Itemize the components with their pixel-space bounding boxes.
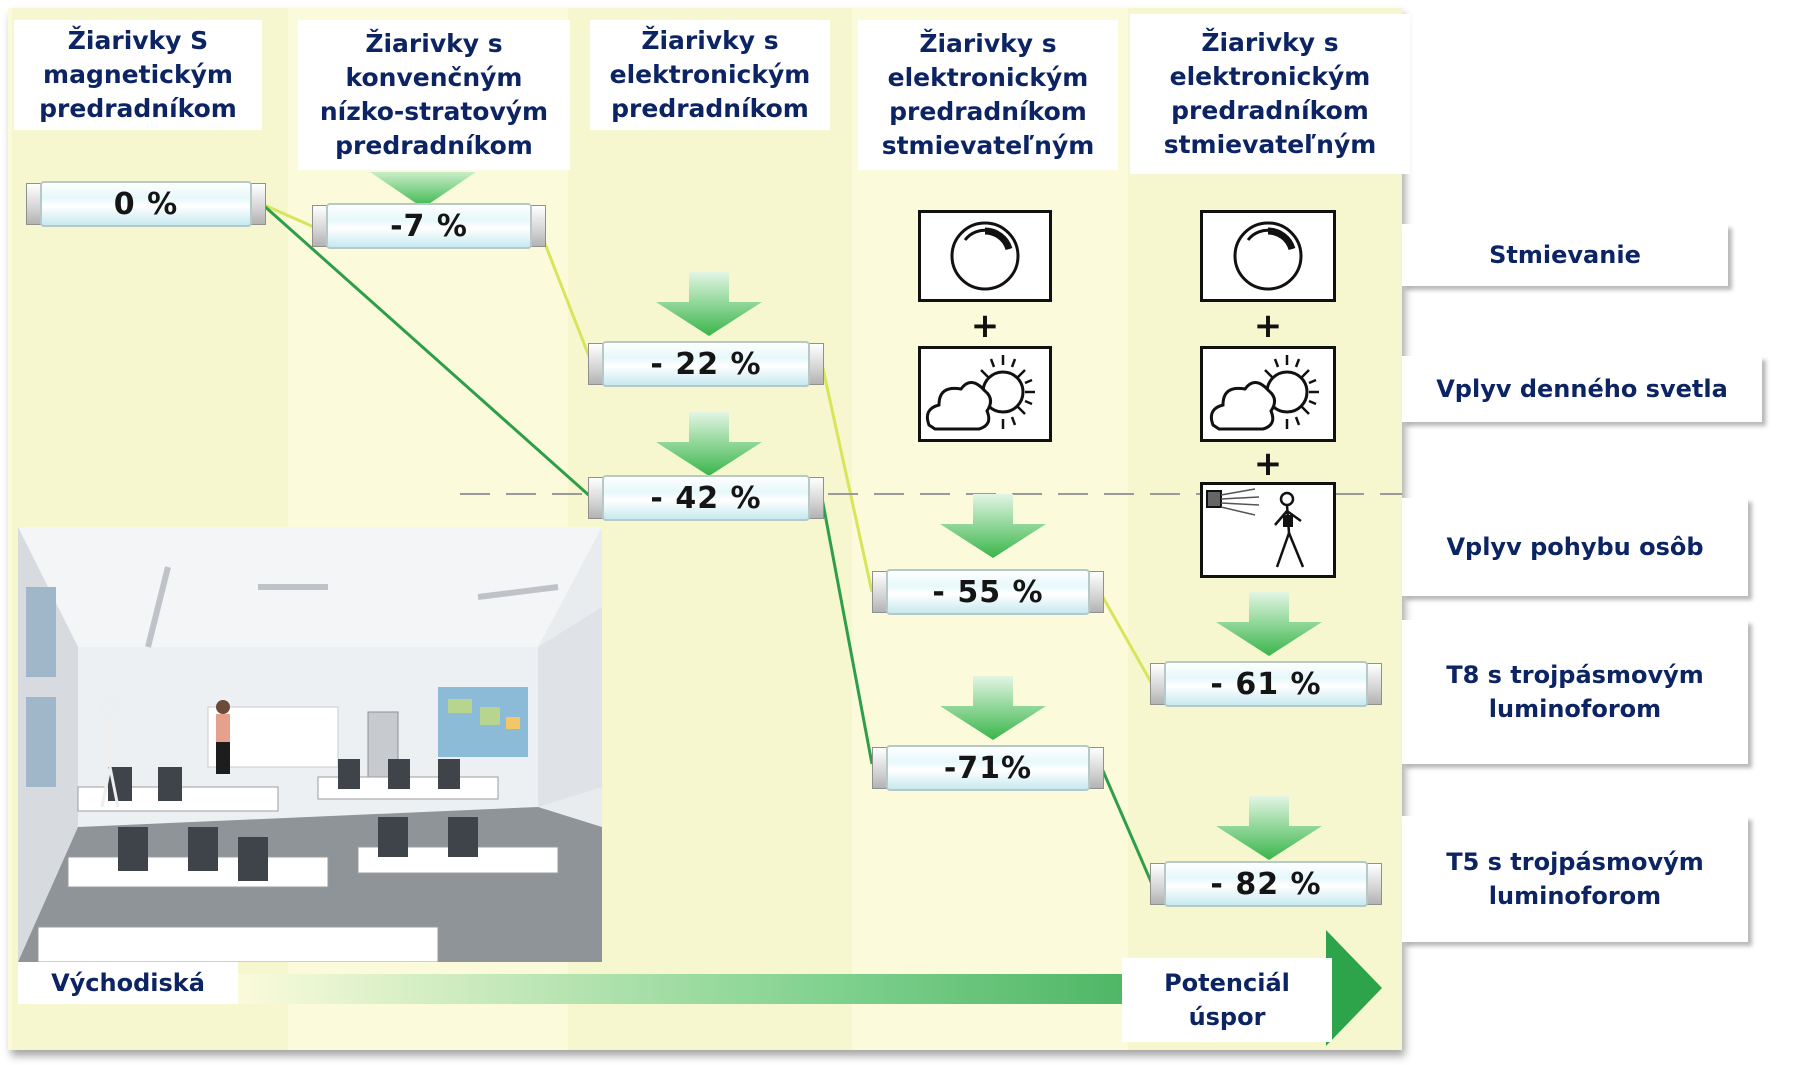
plus-sign: +	[970, 306, 1000, 346]
header-col-2: Žiarivky s konvenčným nízko-stratovým pr…	[298, 20, 570, 170]
label-dimming: Stmievanie	[1402, 224, 1728, 286]
tube-4-value: - 55 %	[886, 569, 1090, 615]
sun-cloud-icon	[918, 346, 1052, 442]
dark-line-1	[261, 202, 593, 500]
light-line-3	[820, 363, 874, 593]
down-arrow-col5-a	[1216, 592, 1322, 656]
label-t5: T5 s trojpásmovým luminoforom	[1402, 816, 1748, 942]
dimmer-icon	[1200, 210, 1336, 302]
tube-7-value: - 82 %	[1164, 861, 1368, 907]
header-col-4: Žiarivky s elektronickým predradníkom st…	[858, 20, 1118, 170]
tube-2: - 22 %	[588, 338, 824, 390]
down-arrow-col3-b	[656, 412, 762, 476]
down-arrow-col2	[370, 172, 476, 208]
plus-sign: +	[1253, 306, 1283, 346]
light-line-1	[261, 202, 317, 230]
plus-sign: +	[1253, 444, 1283, 484]
dark-line-3	[1098, 763, 1154, 885]
tube-4: - 55 %	[872, 566, 1104, 618]
header-col-5: Žiarivky s elektronickým predradníkom st…	[1130, 14, 1410, 174]
tube-6-value: -71%	[886, 745, 1090, 791]
tube-1-value: -7 %	[326, 203, 532, 249]
header-col-1: Žiarivky S magnetickým predradníkom	[14, 20, 262, 130]
header-col-3: Žiarivky s elektronickým predradníkom	[590, 20, 830, 130]
label-motion: Vplyv pohybu osôb	[1402, 498, 1748, 596]
tube-3-value: - 42 %	[602, 475, 810, 521]
down-arrow-col3-a	[656, 272, 762, 336]
tube-7: - 82 %	[1150, 858, 1382, 910]
tube-5-value: - 61 %	[1164, 661, 1368, 707]
down-arrow-col4-b	[940, 676, 1046, 740]
light-line-2	[540, 235, 594, 365]
down-arrow-col5-b	[1216, 796, 1322, 860]
down-arrow-col4-a	[940, 494, 1046, 558]
tube-2-value: - 22 %	[602, 341, 810, 387]
classroom-photo	[18, 527, 602, 962]
tube-6: -71%	[872, 742, 1104, 794]
sun-cloud-icon	[1200, 346, 1336, 442]
column-stripe-3	[568, 8, 852, 1050]
label-daylight: Vplyv denného svetla	[1402, 356, 1762, 422]
tube-0-value: 0 %	[40, 181, 252, 227]
tube-0: 0 %	[26, 178, 266, 230]
dark-line-2	[820, 497, 874, 765]
label-start: Východiská	[18, 962, 238, 1004]
label-t8: T8 s trojpásmovým luminoforom	[1402, 620, 1748, 764]
tube-1: -7 %	[312, 200, 546, 252]
tube-3: - 42 %	[588, 472, 824, 524]
dimmer-icon	[918, 210, 1052, 302]
label-potential: Potenciál úspor	[1122, 958, 1332, 1042]
tube-5: - 61 %	[1150, 658, 1382, 710]
motion-sensor-icon	[1200, 482, 1336, 578]
light-line-4	[1098, 591, 1154, 685]
